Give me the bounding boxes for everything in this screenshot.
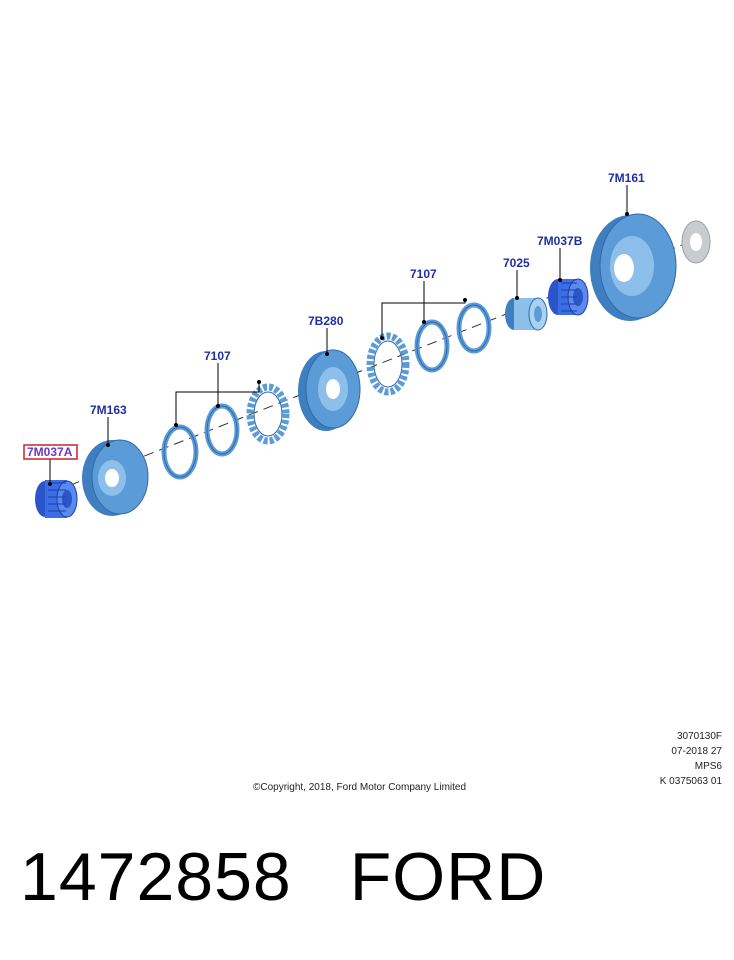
part-7107-ring-b3[interactable] [456,302,492,354]
part-number: 1472858 [20,839,292,915]
part-7107-ring-a3[interactable] [246,383,290,445]
footer-caption: 1472858 FORD [20,838,546,916]
callout-7025[interactable]: 7025 [503,256,530,270]
meta-code: MPS6 [694,761,722,772]
part-7B280-synchro-hub[interactable] [298,349,361,431]
callout-7M161[interactable]: 7M161 [608,171,645,185]
part-thrust-washer[interactable] [681,220,711,264]
callout-7M163[interactable]: 7M163 [90,403,127,417]
part-7M037B-bearing[interactable] [548,278,589,316]
callout-7107-group-a[interactable]: 7107 [204,349,231,363]
leader-lines [49,185,628,484]
part-7M161-gear[interactable] [590,213,677,321]
part-7M037A-bearing[interactable] [35,480,78,518]
part-7107-ring-a2[interactable] [204,403,240,457]
part-7107-ring-a1[interactable] [161,424,199,480]
callout-7M037A[interactable]: 7M037A [27,445,73,459]
part-7107-ring-b2[interactable] [414,319,450,373]
callout-7M037B[interactable]: 7M037B [537,234,583,248]
leader-dots [48,212,629,486]
callout-7107-group-b[interactable]: 7107 [410,267,437,281]
callout-7B280[interactable]: 7B280 [308,314,344,328]
part-7M163-gear[interactable] [82,439,149,516]
illustration-metadata: 3070130F 07-2018 27 MPS6 K 0375063 01 [660,729,722,789]
selected-part-highlight [23,444,78,460]
part-7107-ring-b1[interactable] [366,332,410,396]
copyright-notice: ©Copyright, 2018, Ford Motor Company Lim… [253,782,467,793]
brand-name: FORD [349,839,547,915]
part-7025-sleeve[interactable] [505,297,548,331]
meta-illustration-id: 3070130F [676,731,722,742]
meta-date: 07-2018 27 [671,746,722,757]
meta-reference: K 0375063 01 [659,776,722,787]
